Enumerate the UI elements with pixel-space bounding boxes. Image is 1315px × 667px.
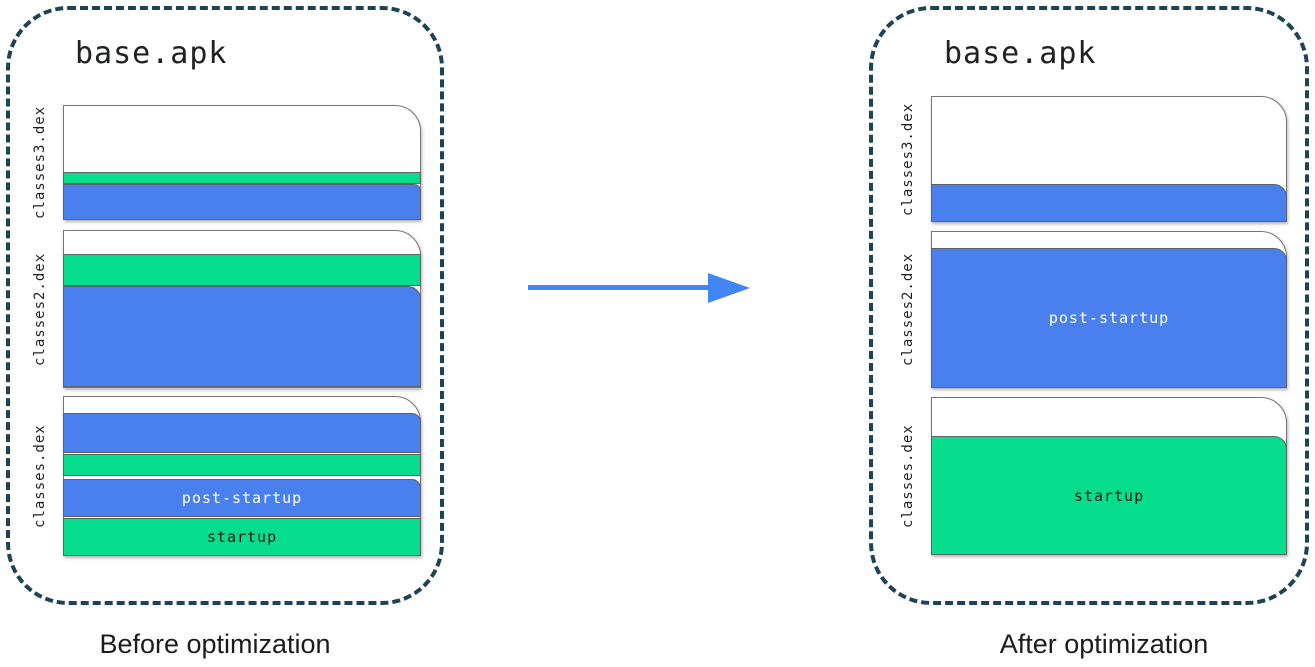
before-classes3-page — [63, 105, 421, 220]
before-classes3-blue-segment — [63, 184, 421, 220]
before-classes-green-segment-thin — [63, 454, 421, 476]
after-classes2-page: post-startup — [931, 231, 1287, 388]
after-classes3-label: classes3.dex — [900, 102, 916, 216]
before-apk-title: base.apk — [75, 36, 228, 71]
before-apk-container — [6, 6, 444, 605]
after-classes2-post-startup-segment: post-startup — [931, 248, 1287, 388]
before-classes-post-startup-segment: post-startup — [63, 479, 421, 517]
after-classes-label: classes.dex — [900, 424, 916, 528]
after-classes3-page — [931, 96, 1287, 222]
post-startup-label: post-startup — [181, 489, 303, 507]
startup-label: startup — [206, 528, 278, 546]
after-apk-title: base.apk — [944, 36, 1097, 71]
after-apk-container — [869, 6, 1309, 605]
after-classes3-blue-segment — [931, 184, 1287, 222]
after-caption: After optimization — [999, 629, 1209, 659]
before-classes-startup-segment: startup — [63, 518, 421, 556]
startup-label: startup — [1073, 486, 1145, 505]
before-classes2-blue-segment — [63, 286, 421, 387]
post-startup-label: post-startup — [1048, 309, 1170, 327]
before-classes2-page — [63, 230, 421, 388]
after-classes-page: startup — [931, 397, 1287, 555]
transform-arrow-head-icon — [708, 273, 750, 303]
before-classes3-green-segment — [63, 172, 421, 184]
before-classes2-label: classes2.dex — [32, 252, 48, 366]
before-classes-page: post-startup startup — [63, 396, 421, 556]
after-classes2-label: classes2.dex — [900, 252, 916, 367]
before-classes-blue-segment-top — [63, 413, 421, 453]
before-classes3-label: classes3.dex — [32, 105, 48, 220]
transform-arrow-line — [528, 285, 711, 290]
before-classes2-green-segment — [63, 254, 421, 286]
before-classes-label: classes.dex — [32, 424, 48, 528]
before-caption: Before optimization — [99, 629, 331, 659]
after-classes-startup-segment: startup — [931, 436, 1287, 555]
